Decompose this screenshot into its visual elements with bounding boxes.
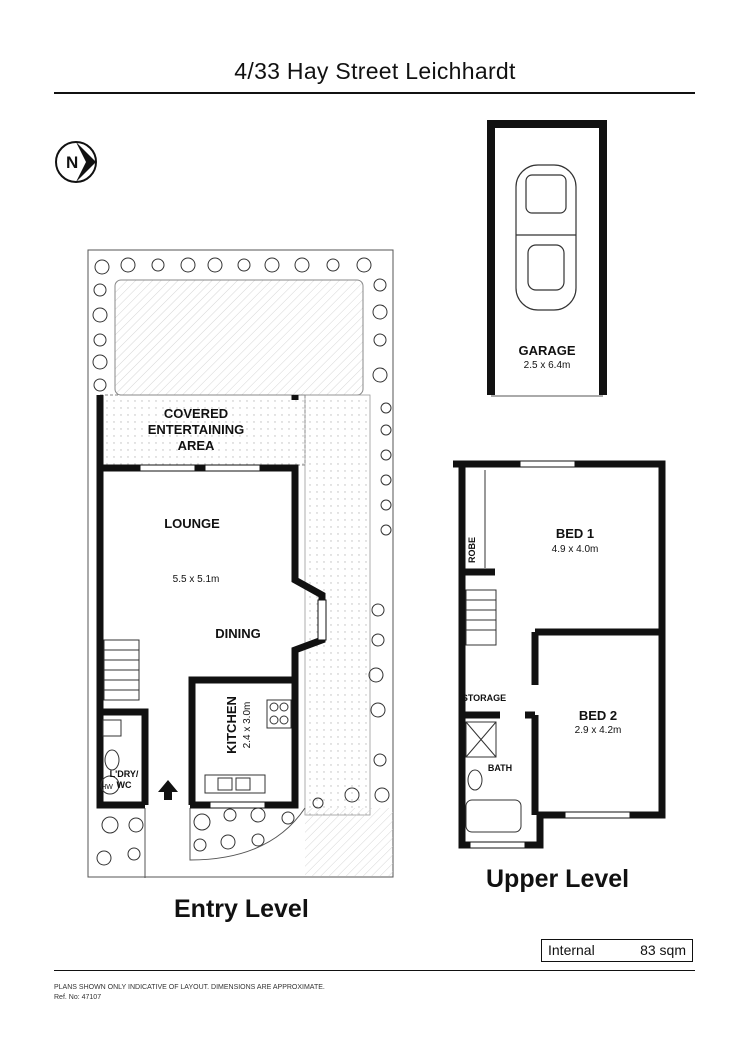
- svg-text:4.9 x 4.0m: 4.9 x 4.0m: [552, 544, 599, 555]
- upper-level-label: Upper Level: [486, 865, 630, 893]
- disclaimer: PLANS SHOWN ONLY INDICATIVE OF LAYOUT. D…: [54, 984, 325, 991]
- title-divider: [54, 92, 695, 94]
- garden-plants: [92, 257, 392, 866]
- svg-text:BED 1: BED 1: [556, 526, 594, 541]
- svg-text:STORAGE: STORAGE: [462, 693, 506, 703]
- bath-fixtures: [465, 721, 522, 833]
- kitchen-fixtures: [204, 699, 292, 794]
- area-label: Internal: [548, 942, 595, 958]
- entry-arrow-icon: [158, 780, 178, 800]
- svg-text:2.4 x 3.0m: 2.4 x 3.0m: [242, 702, 253, 749]
- footer-divider: [54, 970, 695, 971]
- north-arrow-icon: N: [55, 141, 97, 183]
- svg-text:2.9 x 4.2m: 2.9 x 4.2m: [575, 725, 622, 736]
- svg-text:L'DRY/: L'DRY/: [110, 769, 139, 779]
- svg-text:WC: WC: [117, 780, 132, 790]
- stairs: [103, 639, 140, 701]
- svg-text:BATH: BATH: [488, 763, 512, 773]
- svg-text:ROBE: ROBE: [467, 537, 477, 563]
- area-value: 83 sqm: [640, 942, 686, 958]
- svg-text:GARAGE: GARAGE: [518, 343, 575, 358]
- svg-text:AREA: AREA: [178, 438, 215, 453]
- site-boundary: [87, 249, 394, 878]
- svg-text:HW: HW: [101, 784, 113, 791]
- svg-text:2.5 x 6.4m: 2.5 x 6.4m: [524, 360, 571, 371]
- svg-text:N: N: [66, 153, 78, 172]
- upper-level-walls: [453, 460, 666, 849]
- svg-text:BED 2: BED 2: [579, 708, 617, 723]
- side-path: [304, 394, 371, 816]
- svg-text:5.5 x 5.1m: 5.5 x 5.1m: [173, 574, 220, 585]
- svg-text:KITCHEN: KITCHEN: [224, 696, 239, 754]
- svg-text:LOUNGE: LOUNGE: [164, 516, 220, 531]
- page-title: 4/33 Hay Street Leichhardt: [234, 58, 516, 84]
- entry-level-label: Entry Level: [174, 895, 309, 923]
- footer: PLANS SHOWN ONLY INDICATIVE OF LAYOUT. D…: [54, 983, 325, 1003]
- svg-text:DINING: DINING: [215, 626, 261, 641]
- garage-walls: [487, 120, 607, 395]
- car-icon: [515, 164, 577, 311]
- svg-text:COVERED: COVERED: [164, 406, 228, 421]
- windows: [139, 464, 327, 809]
- upper-stairs: [465, 589, 497, 646]
- lawn: [114, 279, 364, 396]
- internal-area-box: Internal 83 sqm: [541, 939, 693, 962]
- entry-level-walls: [96, 395, 326, 809]
- laundry-fixtures: [100, 719, 122, 795]
- svg-text:ENTERTAINING: ENTERTAINING: [148, 422, 245, 437]
- reference-number: Ref. No: 47107: [54, 994, 102, 1001]
- upper-windows: [469, 460, 631, 849]
